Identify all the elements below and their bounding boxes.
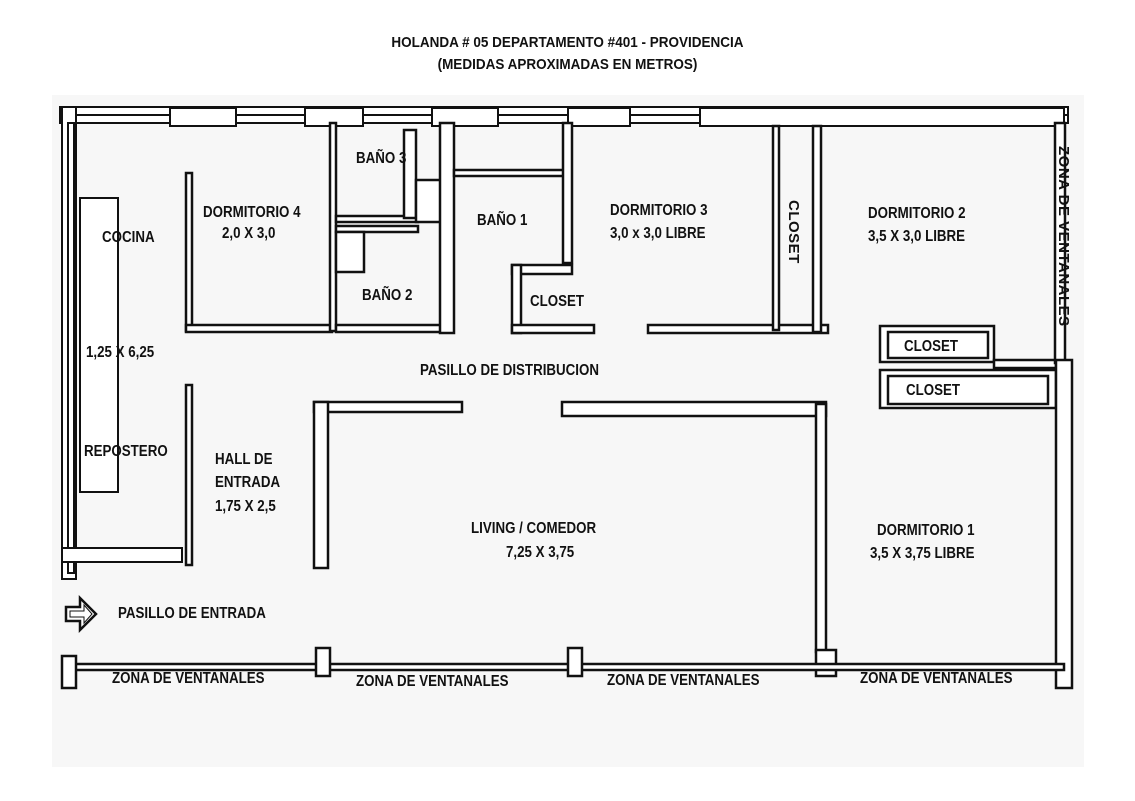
room-size-dormitorio2: 3,5 X 3,0 LIBRE — [868, 228, 966, 245]
column — [566, 646, 584, 678]
room-label-pasillo-distribucion: PASILLO DE DISTRIBUCION — [420, 362, 599, 379]
room-size-living: 7,25 X 3,75 — [506, 544, 575, 561]
wall-dorm1-left — [814, 402, 828, 654]
wall-living-top-right — [560, 400, 828, 418]
window-top — [567, 107, 631, 127]
room-label-dormitorio4: DORMITORIO 4 — [203, 204, 301, 221]
room-label-dormitorio1: DORMITORIO 1 — [877, 522, 975, 539]
room-size-dormitorio1: 3,5 X 3,75 LIBRE — [870, 545, 975, 562]
bano2-fixture — [334, 230, 366, 274]
ventanales-label-bottom-2: ZONA DE VENTANALES — [356, 673, 509, 690]
column — [60, 654, 78, 690]
wall-bano1-right — [561, 121, 574, 265]
room-size-dormitorio4: 2,0 X 3,0 — [222, 225, 276, 242]
room-label-closet-bano1: CLOSET — [530, 293, 585, 310]
wall-living-top-left — [312, 400, 464, 414]
room-label-repostero: REPOSTERO — [84, 443, 168, 460]
window-top — [169, 107, 237, 127]
wall-closet-left — [510, 263, 523, 335]
kitchen-counter — [79, 197, 119, 493]
room-label-bano3: BAÑO 3 — [356, 150, 407, 167]
wall-right-lower — [1054, 358, 1074, 690]
ventanales-label-right: ZONA DE VENTANALES — [1055, 146, 1072, 327]
wall-bano1-left — [438, 121, 456, 335]
room-label-closet-b: CLOSET — [906, 382, 961, 399]
wall-bano2-top — [334, 224, 420, 234]
room-size-hall: 1,75 X 2,5 — [215, 498, 276, 515]
room-label-dormitorio3: DORMITORIO 3 — [610, 202, 708, 219]
wall-top-right — [699, 107, 1065, 127]
room-label-bano1: BAÑO 1 — [477, 212, 528, 229]
wall-bano1-top — [452, 168, 568, 178]
ventanales-label-bottom-3: ZONA DE VENTANALES — [607, 672, 760, 689]
wall-left-inner — [67, 122, 75, 574]
page-subtitle: (MEDIDAS APROXIMADAS EN METROS) — [437, 56, 698, 73]
wall-dorm4-bottom — [184, 323, 334, 334]
bano3-fixture — [402, 128, 418, 220]
closet-box-b-inner — [886, 374, 1050, 406]
room-size-dormitorio3: 3,0 x 3,0 LIBRE — [610, 225, 706, 242]
room-label-bano2: BAÑO 2 — [362, 287, 413, 304]
wall-closet-v-right — [811, 124, 823, 334]
wall-closet-divider — [992, 358, 1058, 370]
wall-left-bottom — [61, 547, 183, 563]
room-label-dormitorio2: DORMITORIO 2 — [868, 205, 966, 222]
room-label-cocina: COCINA — [102, 229, 155, 246]
room-label-closet-a: CLOSET — [904, 338, 959, 355]
wall-dorm3-bottom — [646, 323, 830, 335]
wall-living-left — [312, 400, 330, 570]
ventanales-label-bottom-4: ZONA DE VENTANALES — [860, 670, 1013, 687]
wall-closet-v-left — [771, 124, 781, 332]
room-label-hall-1: HALL DE — [215, 451, 273, 468]
wall-bano2-bottom — [334, 323, 446, 334]
room-size-cocina: 1,25 X 6,25 — [86, 344, 155, 361]
window-top — [431, 107, 499, 127]
wall-closet-bottom — [510, 323, 596, 335]
room-label-pasillo-entrada: PASILLO DE ENTRADA — [118, 605, 266, 622]
wall-hall-left — [184, 383, 194, 567]
page-title: HOLANDA # 05 DEPARTAMENTO #401 - PROVIDE… — [391, 34, 744, 51]
ventanales-label-bottom-1: ZONA DE VENTANALES — [112, 670, 265, 687]
room-label-hall-2: ENTRADA — [215, 474, 281, 491]
wall-dorm4-left — [184, 171, 194, 333]
right-arrow-icon — [64, 594, 98, 634]
column — [314, 646, 332, 678]
closet-box-a-inner — [886, 330, 990, 360]
room-label-living: LIVING / COMEDOR — [471, 520, 597, 537]
room-label-closet-vertical: CLOSET — [785, 200, 802, 264]
